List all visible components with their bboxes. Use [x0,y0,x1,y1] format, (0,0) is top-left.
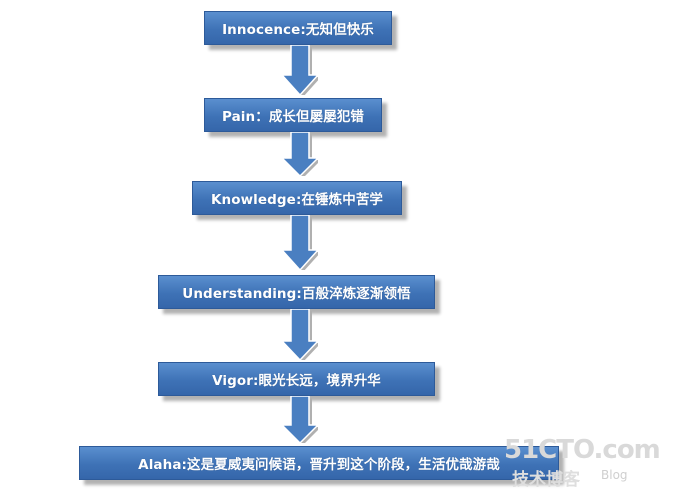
step-label: Alaha:这是夏威夷问候语，晋升到这个阶段，生活优哉游哉 [138,457,500,473]
step-box-knowledge: Knowledge:在锤炼中苦学 [192,181,402,215]
watermark-subtitle: 技术博客 [512,470,580,490]
down-arrow-icon [282,215,318,270]
down-arrow-icon [282,132,318,176]
watermark-blog: Blog [601,468,628,482]
step-label: Knowledge:在锤炼中苦学 [210,192,384,208]
step-box-understanding: Understanding:百般淬炼逐渐领悟 [158,275,435,309]
step-box-pain: Pain：成长但屡屡犯错 [204,98,382,132]
down-arrow-icon [282,309,318,360]
step-box-alaha: Alaha:这是夏威夷问候语，晋升到这个阶段，生活优哉游哉 [79,446,559,480]
step-label: Pain：成长但屡屡犯错 [221,109,365,125]
watermark-site: 51CTO.com [504,435,661,465]
down-arrow-icon [282,45,318,95]
step-label: Vigor:眼光长远，境界升华 [212,373,381,389]
step-label: Innocence:无知但快乐 [222,22,374,38]
down-arrow-icon [282,396,318,443]
step-box-vigor: Vigor:眼光长远，境界升华 [158,362,435,396]
step-box-innocence: Innocence:无知但快乐 [204,11,392,45]
watermark-logo: 51CTO.com 技术博客 Blog [504,435,664,495]
step-label: Understanding:百般淬炼逐渐领悟 [182,286,411,302]
